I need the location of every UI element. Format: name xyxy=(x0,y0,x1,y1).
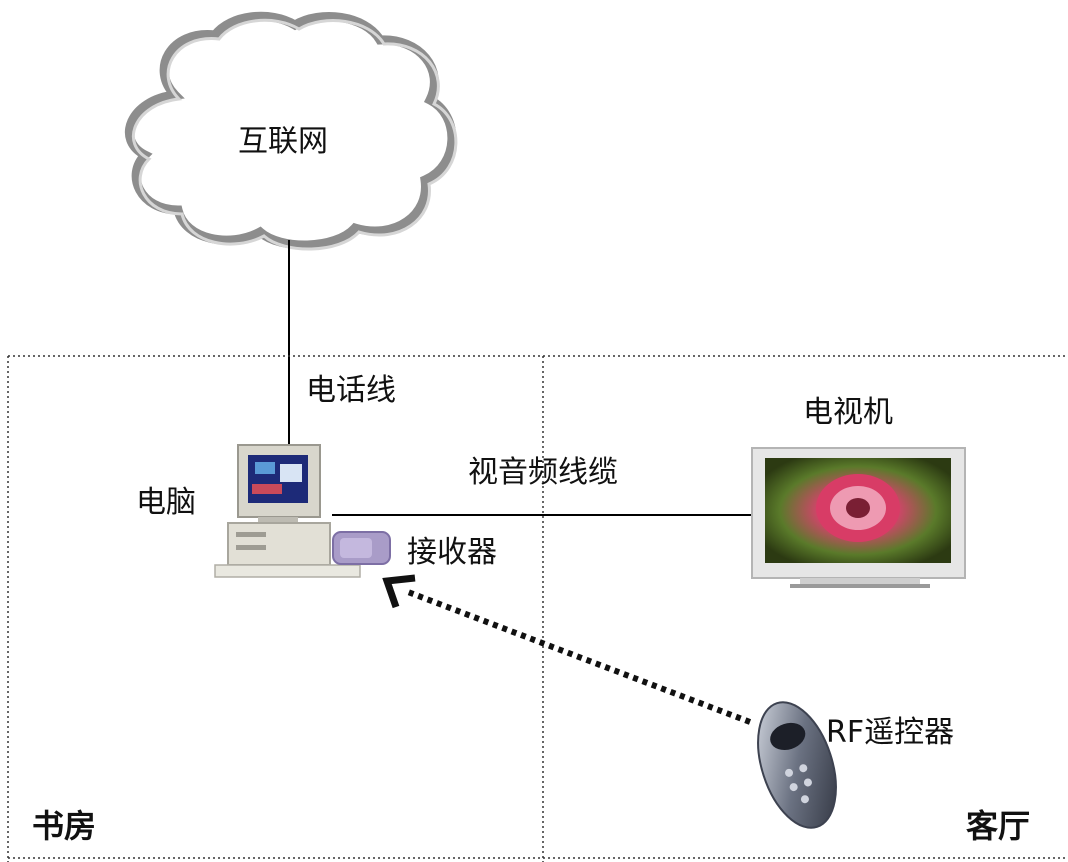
phone-line-label: 电话线 xyxy=(306,373,396,408)
room-living-label: 客厅 xyxy=(966,807,1031,845)
remote-label: RF遥控器 xyxy=(826,715,955,750)
room-boundaries xyxy=(7,355,1068,862)
computer-icon xyxy=(214,444,361,578)
internet-cloud xyxy=(124,11,458,251)
receiver-icon xyxy=(332,531,391,565)
receiver-label: 接收器 xyxy=(407,535,497,570)
computer-label: 电脑 xyxy=(136,485,196,520)
tv-label: 电视机 xyxy=(803,395,893,430)
internet-label: 互联网 xyxy=(238,124,328,159)
rf-signal-arrow xyxy=(382,574,752,725)
room-study-label: 书房 xyxy=(32,807,97,845)
rf-remote-icon xyxy=(757,701,837,829)
tv-icon xyxy=(751,447,966,588)
av-cable-label: 视音频线缆 xyxy=(468,455,618,490)
